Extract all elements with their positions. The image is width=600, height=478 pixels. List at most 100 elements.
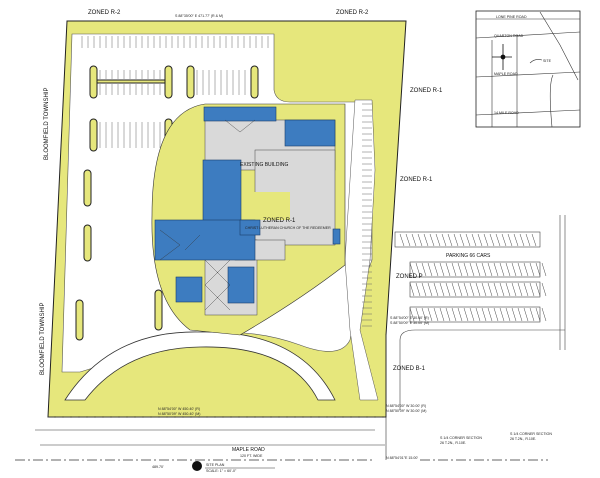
stall-line xyxy=(427,282,433,297)
south-bearing-m: N 88°50'09" W 450.40' (M) xyxy=(158,412,200,416)
zone-r2-east-label: ZONED R-2 xyxy=(336,10,369,16)
stall-line xyxy=(487,262,493,277)
stall-line xyxy=(415,307,421,322)
stall-line xyxy=(451,282,457,297)
site-plan-title-icon xyxy=(192,461,202,471)
stall-line xyxy=(487,307,493,322)
east-bearing-r: N 88°54'00" W 30.00' (R) xyxy=(386,404,426,408)
stall-line xyxy=(457,262,463,277)
stall-line xyxy=(489,233,495,247)
stall-line xyxy=(433,262,439,277)
stall-line xyxy=(463,307,469,322)
stall-line xyxy=(481,262,487,277)
road-width: 120 FT. WIDE xyxy=(240,454,263,458)
distance-label: 489.70' xyxy=(152,465,164,469)
map-road-maple: MAPLE ROAD xyxy=(494,72,518,76)
stall-line xyxy=(409,262,415,277)
zone-r1-northeast-label: ZONED R-1 xyxy=(410,88,443,94)
courtyard xyxy=(250,192,290,220)
east-bearing-m: N 88°50'09" W 30.00' (M) xyxy=(386,409,426,413)
zone-r1-east-label: ZONED R-1 xyxy=(400,177,433,183)
stall-line xyxy=(481,307,487,322)
map-road-lone-pine: LONE PINE ROAD xyxy=(496,15,527,19)
corner-1-line-2: 26 T.2N., R.10E. xyxy=(440,441,466,445)
stall-line xyxy=(513,233,519,247)
new-addition xyxy=(154,106,341,304)
stall-line xyxy=(441,233,447,247)
stall-line xyxy=(463,282,469,297)
parking-stall-lines-east xyxy=(399,233,547,322)
parking-lot-east xyxy=(344,99,379,401)
stall-line xyxy=(529,307,535,322)
site-plan-title: SITE PLAN xyxy=(206,463,225,467)
stall-line xyxy=(493,262,499,277)
roof-lines xyxy=(159,119,256,311)
stall-line xyxy=(469,307,475,322)
parking-stall-lines xyxy=(81,36,372,327)
stall-line xyxy=(427,307,433,322)
map-road-14-mile: 14 MILE ROAD xyxy=(494,111,519,115)
zone-r2-west-label: ZONED R-2 xyxy=(88,10,121,16)
stall-line xyxy=(535,282,541,297)
stall-line xyxy=(451,307,457,322)
stall-line xyxy=(541,262,547,277)
stall-line xyxy=(405,233,411,247)
stall-line xyxy=(427,262,433,277)
site-plan-scale: SCALE: 1" = 60'-0" xyxy=(206,469,237,473)
stall-line xyxy=(541,307,547,322)
stall-line xyxy=(505,262,511,277)
existing-building-label: EXISTING BUILDING xyxy=(240,162,288,168)
stall-line xyxy=(493,307,499,322)
stall-line xyxy=(517,307,523,322)
maple-road xyxy=(15,335,548,461)
stall-line xyxy=(505,307,511,322)
stall-line xyxy=(447,233,453,247)
south-driveway xyxy=(64,331,336,401)
stall-line xyxy=(475,282,481,297)
corner-1-line-1: S 1/4 CORNER SECTION xyxy=(440,436,482,440)
stall-line xyxy=(409,282,415,297)
stall-line xyxy=(523,307,529,322)
stall-line xyxy=(511,262,517,277)
stall-line xyxy=(523,282,529,297)
stall-line xyxy=(415,262,421,277)
stall-line xyxy=(409,307,415,322)
stall-line xyxy=(483,233,489,247)
stall-line xyxy=(475,307,481,322)
stall-line xyxy=(487,282,493,297)
stall-line xyxy=(517,282,523,297)
stall-line xyxy=(519,233,525,247)
stall-line xyxy=(429,233,435,247)
stall-line xyxy=(517,262,523,277)
stall-line xyxy=(445,282,451,297)
stall-line xyxy=(511,282,517,297)
stall-line xyxy=(439,307,445,322)
stall-line xyxy=(439,282,445,297)
north-bearing: S 88°35'00" E 471.77' (R & M) xyxy=(175,14,223,18)
stall-line xyxy=(433,282,439,297)
stall-line xyxy=(423,233,429,247)
stall-line xyxy=(505,282,511,297)
stall-line xyxy=(399,233,405,247)
stall-line xyxy=(415,282,421,297)
south-bearing-r: N 88°54'00" W 450.40' (R) xyxy=(158,407,200,411)
stall-line xyxy=(435,233,441,247)
township-north-label: BLOOMFIELD TOWNSHIP xyxy=(44,88,50,160)
map-road-quarton: QUARTON ROAD xyxy=(494,34,524,38)
stall-line xyxy=(523,262,529,277)
road-name: MAPLE ROAD xyxy=(232,447,265,453)
stall-line xyxy=(411,233,417,247)
stall-line xyxy=(541,282,547,297)
corner-2-line-1: S 1/4 CORNER SECTION xyxy=(510,432,552,436)
stall-line xyxy=(535,262,541,277)
stall-line xyxy=(535,307,541,322)
stall-line xyxy=(457,307,463,322)
stall-line xyxy=(433,307,439,322)
zone-r1-center-label: ZONED R-1 xyxy=(263,218,296,224)
stall-line xyxy=(421,307,427,322)
stall-line xyxy=(451,262,457,277)
p-bearing-r: S 88°54'00" E 30.00' (R) xyxy=(390,316,429,320)
stall-line xyxy=(477,233,483,247)
township-south-label: BLOOMFIELD TOWNSHIP xyxy=(40,303,46,375)
